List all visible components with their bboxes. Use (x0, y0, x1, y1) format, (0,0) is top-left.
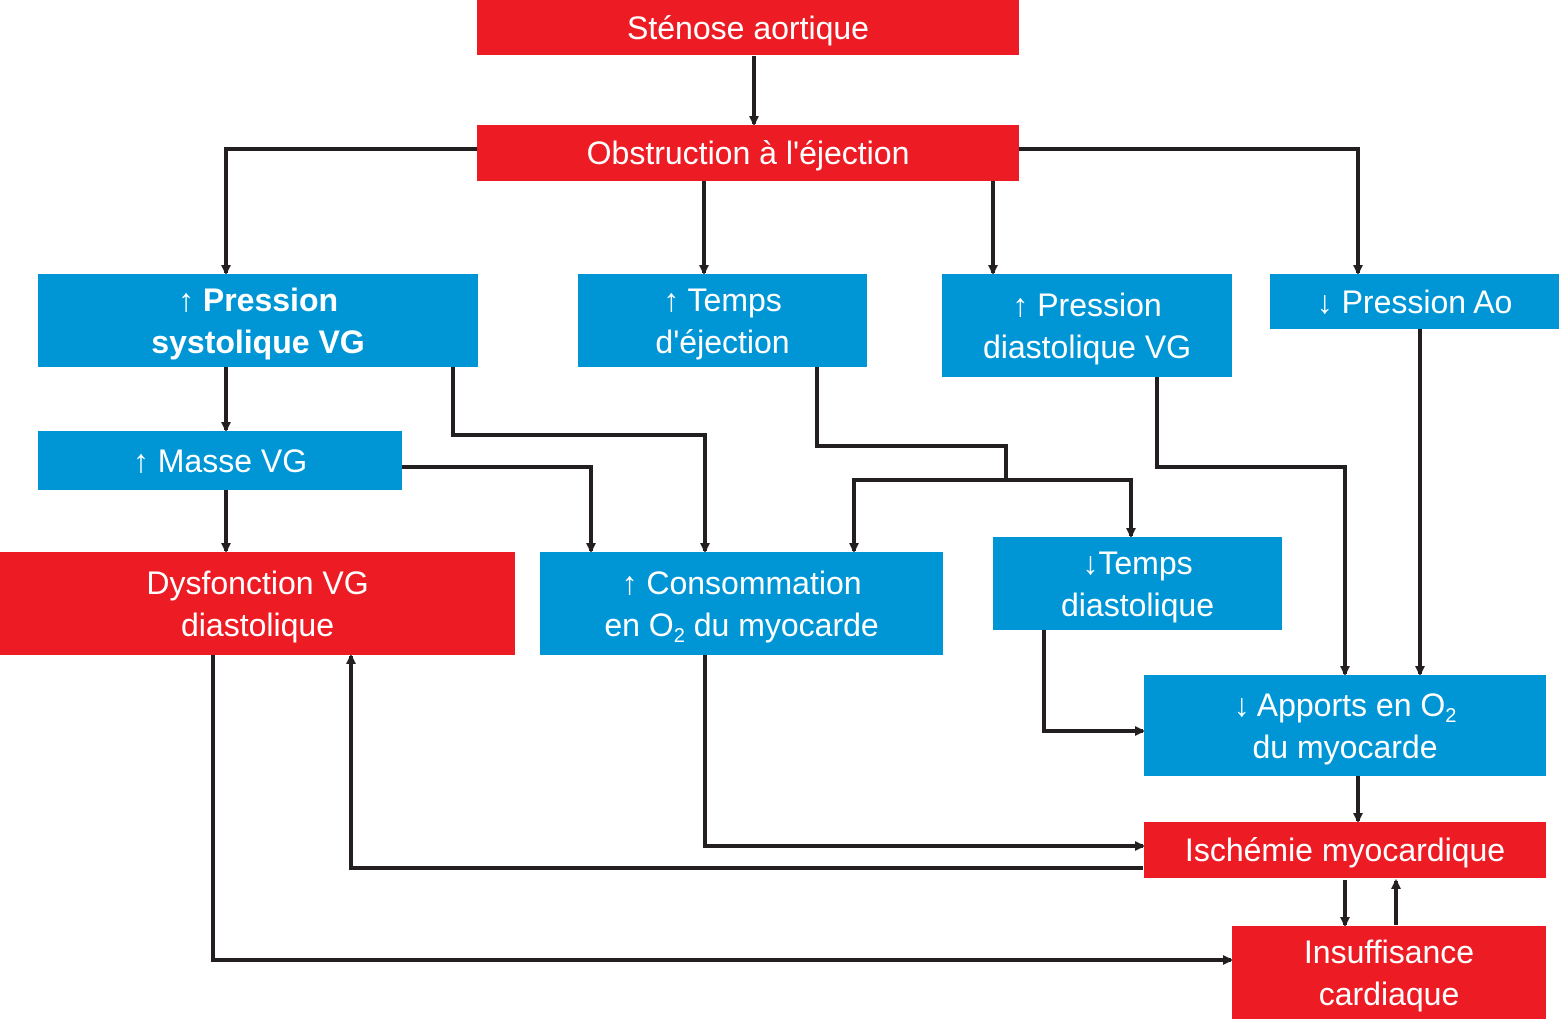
arrow-obstruction-pression-ao (1018, 147, 1363, 275)
node-label-text: Temps (1098, 544, 1193, 581)
arrow-split-temps-diastolique (1006, 478, 1136, 538)
arrow-up-icon: ↑ (663, 281, 680, 318)
node-label-line-1: ↓ Apports en O2 (1234, 684, 1457, 726)
arrow-down-icon: ↓ (1233, 686, 1250, 723)
arrow-down-icon: ↓ (1082, 544, 1099, 581)
node-apports-o2: ↓ Apports en O2 du myocarde (1144, 675, 1546, 776)
node-label-line-1: Dysfonction VG (146, 564, 369, 601)
label-part: du myocarde (684, 606, 879, 643)
arrow-down-icon: ↓ (1316, 283, 1333, 320)
node-label-line-1: Insuffisance (1303, 933, 1475, 970)
arrow-ischemie-dysfonction (346, 654, 1143, 870)
node-pression-systolique-vg: ↑ Pression systolique VG (38, 274, 478, 367)
node-ischemie-myocardique: Ischémie myocardique (1144, 822, 1546, 878)
node-label-text: Pression (1037, 286, 1162, 323)
node-label-line-2: d'éjection (655, 323, 790, 360)
arrow-up-icon: ↑ (132, 442, 149, 479)
node-label-line-2: diastolique (1061, 586, 1214, 623)
node-label-line-1: ↑ Pression (178, 279, 338, 321)
node-pression-diastolique-vg: ↑ Pression diastolique VG (942, 274, 1232, 377)
node-label-line-2: cardiaque (1318, 975, 1460, 1012)
node-label-text: Temps (687, 281, 782, 318)
subscript: 2 (673, 624, 685, 647)
node-label-line-1: ↑ Temps (663, 279, 782, 321)
node-label-line-1: ↑ Consommation (621, 562, 861, 604)
node-masse-vg: ↑ Masse VG (38, 431, 402, 490)
arrow-pression-systolique-consommation (451, 367, 710, 553)
node-label-line-1: ↑ Pression (1012, 284, 1161, 326)
arrow-dysfonction-insuffisance (211, 655, 1233, 965)
node-label-text: Masse VG (157, 442, 308, 479)
arrow-up-icon: ↑ (621, 564, 638, 601)
node-label-line-2: diastolique VG (982, 328, 1192, 365)
node-label: Obstruction à l'éjection (586, 135, 910, 171)
node-temps-diastolique: ↓Temps diastolique (993, 537, 1282, 630)
node-label-text: Pression Ao (1341, 283, 1513, 320)
node-dysfonction-vg-diastolique: Dysfonction VG diastolique (0, 552, 515, 655)
label-part: Apports en O (1256, 686, 1446, 723)
node-label-line-2: systolique VG (151, 323, 365, 360)
node-temps-ejection: ↑ Temps d'éjection (578, 274, 867, 367)
arrow-consommation-ischemie (703, 655, 1145, 851)
node-label-text: Consommation (646, 564, 862, 601)
label-part: en O (604, 606, 674, 643)
arrow-up-icon: ↑ (1012, 286, 1029, 323)
subscript: 2 (1445, 704, 1457, 727)
node-label-line-1: ↓Temps (1082, 542, 1192, 584)
arrow-obstruction-pression-systolique (221, 147, 478, 275)
arrow-split-consommation (849, 478, 1006, 553)
node-obstruction-ejection: Obstruction à l'éjection (477, 125, 1019, 181)
arrow-masse-consommation (402, 465, 596, 553)
node-label-text: Pression (202, 281, 339, 318)
node-label-line-2: en O2 du myocarde (604, 604, 878, 646)
node-insuffisance-cardiaque: Insuffisance cardiaque (1232, 926, 1546, 1019)
node-label: Ischémie myocardique (1184, 832, 1506, 868)
node-label-line-2: diastolique (181, 606, 334, 643)
arrow-pression-diastolique-apports (1155, 377, 1350, 676)
node-stenose-aortique: Sténose aortique (477, 0, 1019, 55)
arrow-up-icon: ↑ (177, 281, 194, 318)
arrow-temps-diastolique-apports (1042, 630, 1145, 736)
node-pression-ao: ↓ Pression Ao (1270, 274, 1559, 329)
node-label-line-2: du myocarde (1252, 728, 1438, 765)
arrow-temps-ejection-split (815, 367, 1008, 480)
node-label: Sténose aortique (627, 9, 869, 46)
node-consommation-o2: ↑ Consommation en O2 du myocarde (540, 552, 943, 655)
